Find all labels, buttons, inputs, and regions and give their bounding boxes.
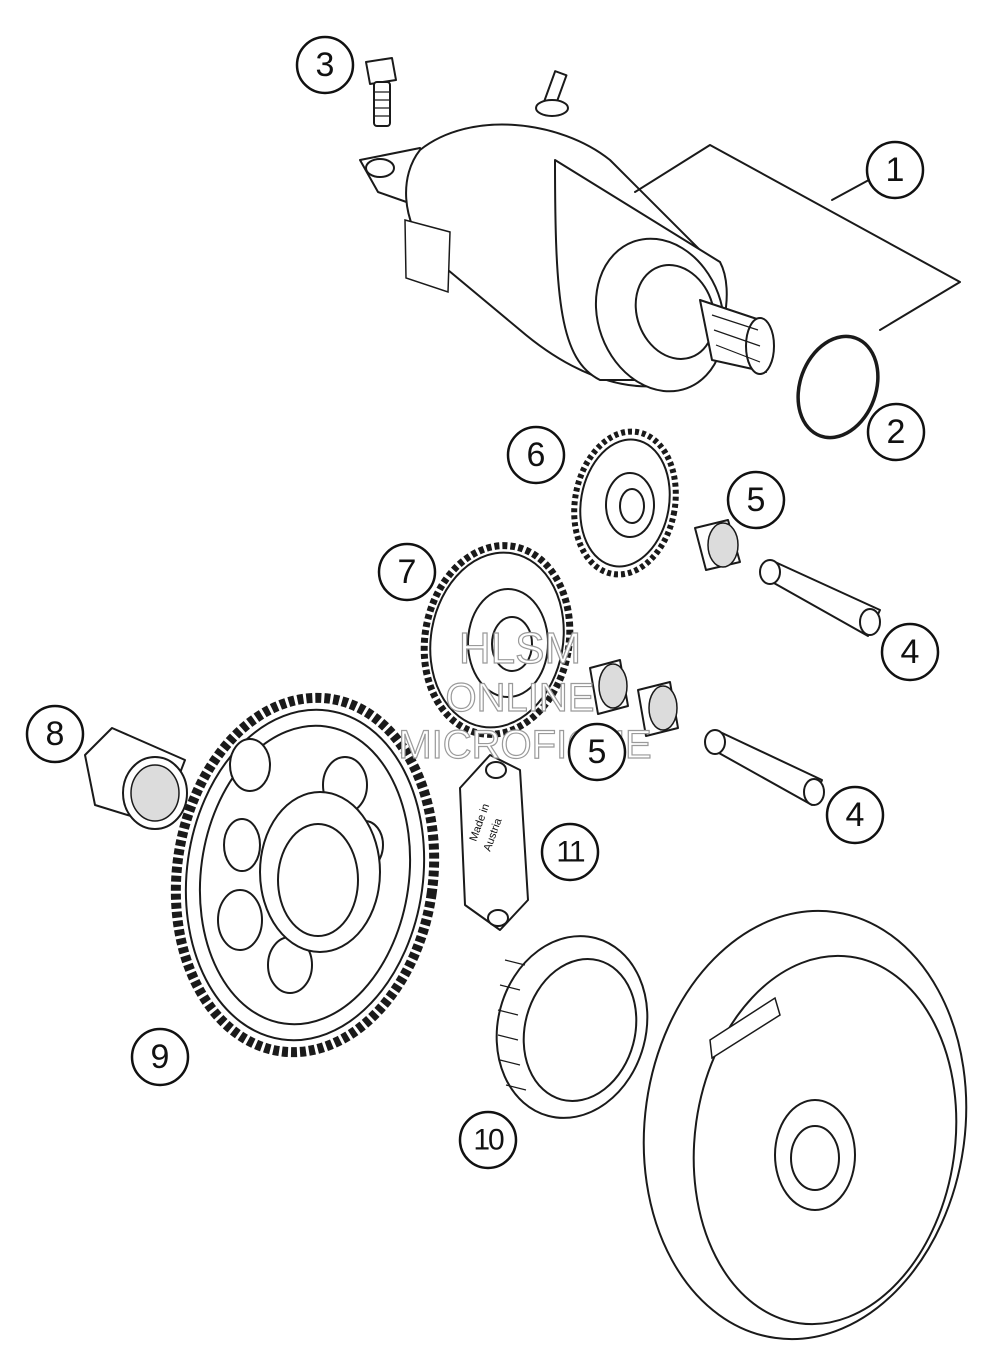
leader-1 [634, 144, 961, 331]
callout-5-lower: 5 [567, 722, 627, 782]
screw [365, 57, 397, 127]
needle-bearing-lower-b [637, 681, 679, 737]
freewheel [495, 935, 649, 1119]
callout-8: 8 [25, 704, 85, 764]
svg-text:2: 2 [887, 413, 906, 451]
starter-ring-gear [170, 692, 440, 1058]
svg-text:4: 4 [901, 633, 920, 671]
intermediate-gear-small [571, 428, 679, 578]
callout-4-upper: 4 [880, 622, 940, 682]
svg-text:6: 6 [527, 436, 546, 474]
needle-bearing-lower-a [589, 659, 629, 715]
svg-text:11: 11 [556, 836, 584, 869]
svg-text:9: 9 [151, 1038, 170, 1076]
svg-text:5: 5 [747, 481, 766, 519]
callout-9: 9 [130, 1027, 190, 1087]
o-ring [796, 334, 880, 440]
callout-1: 1 [865, 140, 925, 200]
watermark-line2: ONLINE [446, 676, 595, 720]
watermark-line1: HLSM [459, 624, 581, 673]
callout-2: 2 [866, 402, 926, 462]
bushing [84, 727, 188, 830]
callout-11: 11 [540, 822, 600, 882]
flywheel [642, 909, 968, 1341]
callout-6: 6 [506, 425, 566, 485]
callout-4-lower: 4 [825, 785, 885, 845]
svg-text:10: 10 [473, 1124, 504, 1157]
needle-bearing-upper [694, 519, 741, 571]
callout-5-upper: 5 [726, 470, 786, 530]
starter-motor [359, 70, 775, 393]
spring-clip: Made in Austria [459, 754, 529, 931]
callout-10: 10 [458, 1110, 518, 1170]
shaft-lower [704, 729, 825, 806]
svg-text:7: 7 [398, 553, 417, 591]
svg-text:1: 1 [886, 151, 905, 189]
intermediate-gear-large [420, 542, 574, 738]
svg-text:3: 3 [316, 46, 335, 84]
svg-text:5: 5 [588, 733, 607, 771]
svg-text:4: 4 [846, 796, 865, 834]
callout-3: 3 [295, 35, 355, 95]
callout-7: 7 [377, 542, 437, 602]
shaft-upper [759, 559, 881, 637]
svg-text:8: 8 [46, 715, 65, 753]
